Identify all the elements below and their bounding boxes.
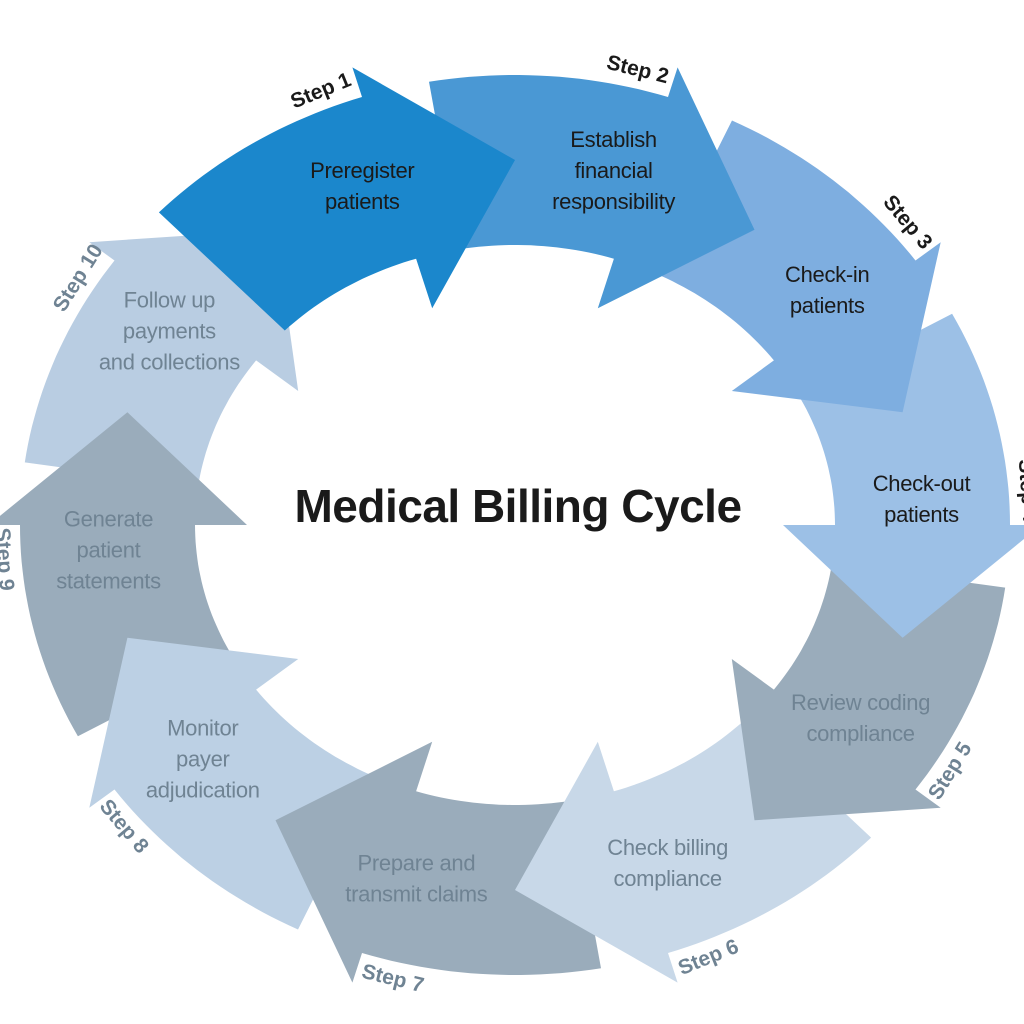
step-7-description-line: Prepare and <box>358 851 476 876</box>
arrows-layer <box>0 67 1024 983</box>
diagram-title: Medical Billing Cycle <box>294 480 741 532</box>
step-4-description-line: patients <box>884 502 959 527</box>
step-10-description: Follow up payments and collections <box>99 288 240 375</box>
step-8-description-line: payer <box>176 747 230 772</box>
step-10-description-line: and collections <box>99 350 240 375</box>
step-2-description-line: financial <box>575 158 653 183</box>
step-5-arrow <box>731 564 1006 821</box>
step-2-description-line: responsibility <box>552 189 675 214</box>
step-2-description: Establish financial responsibility <box>552 127 675 214</box>
step-8-description-line: Monitor <box>167 716 238 741</box>
step-7-arrow <box>275 741 601 983</box>
step-3-description: Check-in patients <box>785 262 869 318</box>
step-7-description: Prepare and transmit claims <box>345 851 487 907</box>
step-9-label: Step 9 <box>0 527 18 592</box>
step-9-description-line: Generate <box>64 507 153 532</box>
step-5-description: Review coding compliance <box>791 690 930 746</box>
step-4-label: Step 4 <box>1014 458 1024 523</box>
step-8-description: Monitor payer adjudication <box>146 716 260 803</box>
step-1-arrow <box>158 67 515 331</box>
step-1-description-line: Preregister <box>310 158 414 183</box>
step-3-description-line: Check-in <box>785 262 869 287</box>
step-2-description-line: Establish <box>570 127 657 152</box>
step-5-description-line: compliance <box>806 721 914 746</box>
step-8-description-line: adjudication <box>146 778 260 803</box>
step-9-description-line: statements <box>56 569 161 594</box>
step-2-label: Step 2 <box>604 51 671 88</box>
step-6-description-line: compliance <box>614 866 722 891</box>
step-1-description-line: patients <box>325 189 400 214</box>
step-7-description-line: transmit claims <box>345 882 487 907</box>
step-6-description: Check billing compliance <box>607 835 728 891</box>
step-10-arrow <box>24 229 299 486</box>
step-1-description: Preregister patients <box>310 158 414 214</box>
step-3-description-line: patients <box>790 293 865 318</box>
step-4-description-line: Check-out <box>873 471 971 496</box>
step-6-description-line: Check billing <box>607 835 728 860</box>
step-5-description-line: Review coding <box>791 690 930 715</box>
step-10-description-line: Follow up <box>124 288 216 313</box>
step-9-description: Generate patient statements <box>56 507 161 594</box>
step-10-description-line: payments <box>123 319 216 344</box>
step-9-description-line: patient <box>77 538 141 563</box>
step-4-description: Check-out patients <box>873 471 971 527</box>
step-2-arrow <box>429 67 755 309</box>
